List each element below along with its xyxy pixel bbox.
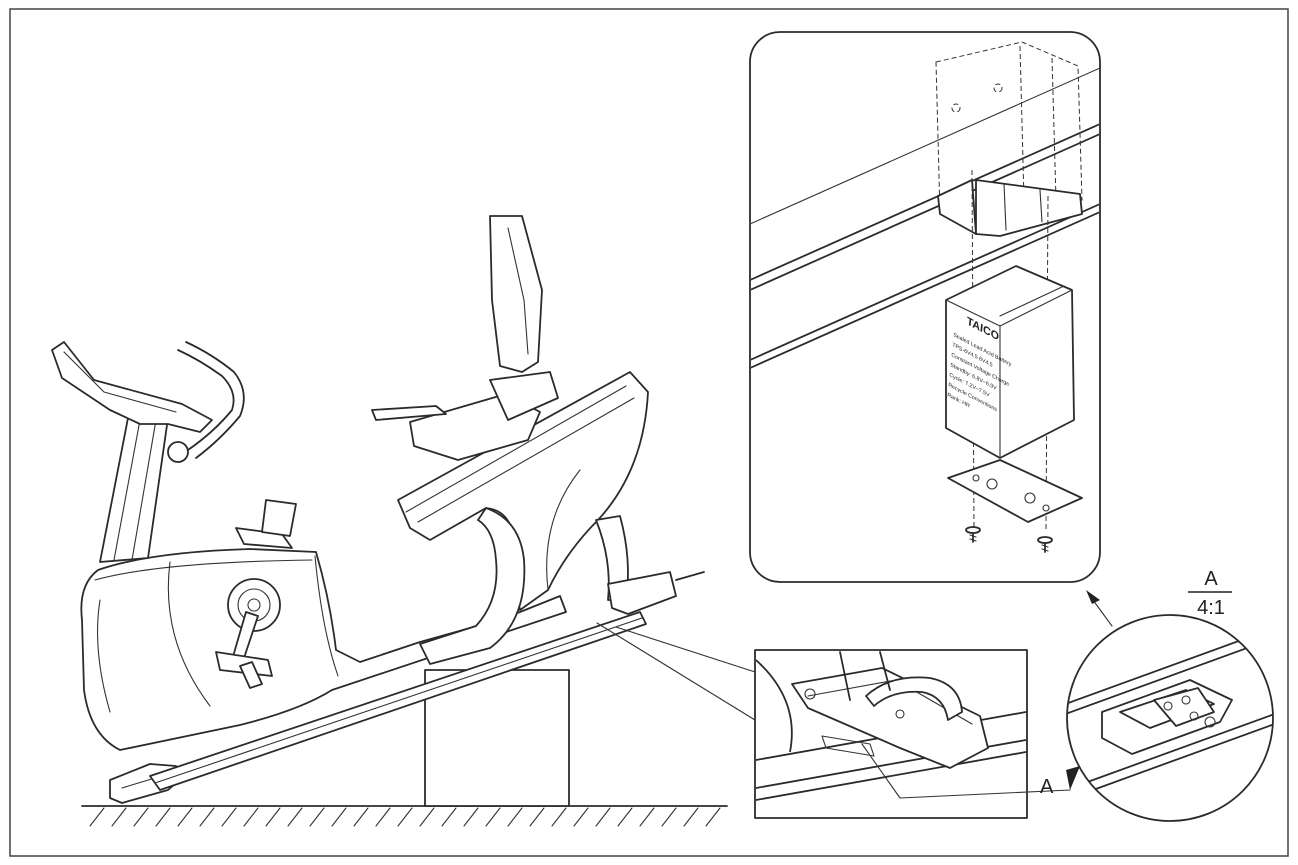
battery-pointer-arrow xyxy=(1086,590,1100,604)
battery-detail-panel: TAICO Sealed Lead Acid Battery TPS-6V4.5… xyxy=(749,31,1101,583)
drawing-border xyxy=(9,8,1289,857)
detail-leader-arrow xyxy=(1066,766,1080,790)
detail-title: A xyxy=(1204,568,1218,590)
leader-lines xyxy=(596,622,756,721)
detail-leader xyxy=(861,743,1071,799)
detail-circle-a xyxy=(1066,614,1274,822)
screw-right xyxy=(1037,536,1053,553)
detail-scale: 4:1 xyxy=(1197,597,1225,619)
detail-ref-label: A xyxy=(1040,776,1054,798)
recumbent-bike xyxy=(51,215,705,804)
ground-line xyxy=(81,805,728,827)
support-block xyxy=(424,669,570,807)
rear-foot-inset xyxy=(754,649,1028,819)
screw-left xyxy=(965,526,981,543)
